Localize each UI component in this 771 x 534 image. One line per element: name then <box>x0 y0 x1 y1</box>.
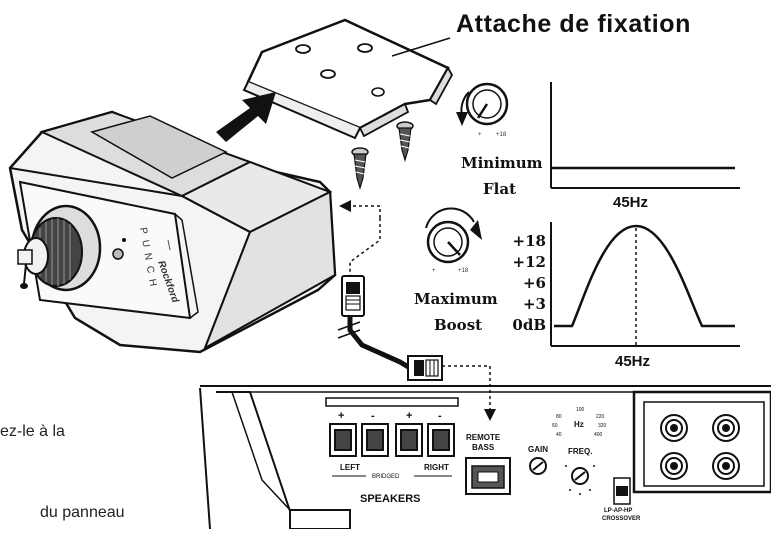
min-knob-tick-left: + <box>478 132 482 138</box>
remote-jack-label-1: REMOTE <box>466 433 501 442</box>
max-knob-tick-right: +18 <box>458 268 469 274</box>
freq-tick-100: 100 <box>576 407 585 413</box>
min-knob-label-1: Minimum <box>461 154 543 172</box>
remote-bass-unit: PUNCH Rockford <box>8 110 337 354</box>
min-knob-tick-right: +18 <box>496 132 507 138</box>
freq-tick-320: 320 <box>598 423 607 429</box>
speaker-minus-2: - <box>438 410 442 422</box>
min-rotate-arrow-icon <box>456 112 468 126</box>
max-rotate-arrow-icon <box>470 220 482 240</box>
boost-scale-12: +12 <box>513 253 546 271</box>
graph-boost-freq-label: 45Hz <box>615 353 650 370</box>
freq-hz-label: Hz <box>574 420 584 429</box>
crossover-label-2: CROSSOVER <box>602 516 641 522</box>
speakers-right-label: RIGHT <box>424 463 449 472</box>
boost-scale-6: +6 <box>523 274 546 292</box>
min-knob-label-2: Flat <box>483 180 516 198</box>
boost-scale-18: +18 <box>513 232 546 250</box>
freq-tick-60: 60 <box>552 423 558 429</box>
remote-jack-dotted-line <box>349 218 381 276</box>
freq-tick-400: 400 <box>594 432 603 438</box>
remote-cable <box>337 275 443 381</box>
body-text-line-2: du panneau <box>40 504 125 521</box>
mounting-bracket <box>242 18 454 140</box>
remote-jack-label-2: BASS <box>472 443 495 452</box>
boost-scale: +18 +12 +6 +3 0dB <box>512 232 546 334</box>
screw-right <box>396 121 414 163</box>
body-text-line-1: ez-le à la <box>0 423 65 440</box>
speakers-label: SPEAKERS <box>360 493 421 505</box>
max-knob-label-2: Boost <box>434 316 482 334</box>
crossover-label-1: LP-AP-HP <box>604 508 632 514</box>
speakers-left-label: LEFT <box>340 463 360 472</box>
freq-tick-80: 80 <box>556 414 562 420</box>
amp-jack-dotted-line <box>442 365 496 421</box>
speaker-plus-1: + <box>338 410 344 422</box>
title-leader-line <box>391 37 451 57</box>
max-knob: + +18 <box>425 207 482 274</box>
min-knob: + +18 <box>456 82 509 138</box>
graph-flat-freq-label: 45Hz <box>613 194 648 211</box>
screw-left <box>351 147 369 191</box>
speaker-plus-2: + <box>406 410 412 422</box>
freq-label: FREQ. <box>568 447 592 456</box>
graph-flat <box>550 82 740 189</box>
speakers-bridged-label: BRIDGED <box>372 474 400 480</box>
graph-boost <box>550 222 740 347</box>
freq-tick-40: 40 <box>556 432 562 438</box>
bracket-title: Attache de fixation <box>456 10 692 38</box>
freq-tick-220: 220 <box>596 414 605 420</box>
max-knob-tick-left: + <box>432 268 436 274</box>
install-arrow <box>216 92 276 142</box>
max-knob-label-1: Maximum <box>414 290 498 308</box>
boost-scale-0db: 0dB <box>512 316 546 334</box>
gain-label: GAIN <box>528 445 548 454</box>
amp-panel: + - + - LEFT RIGHT BRIDGED SPEAKERS REMO… <box>199 385 771 530</box>
boost-scale-3: +3 <box>523 295 546 313</box>
speaker-minus-1: - <box>371 410 375 422</box>
